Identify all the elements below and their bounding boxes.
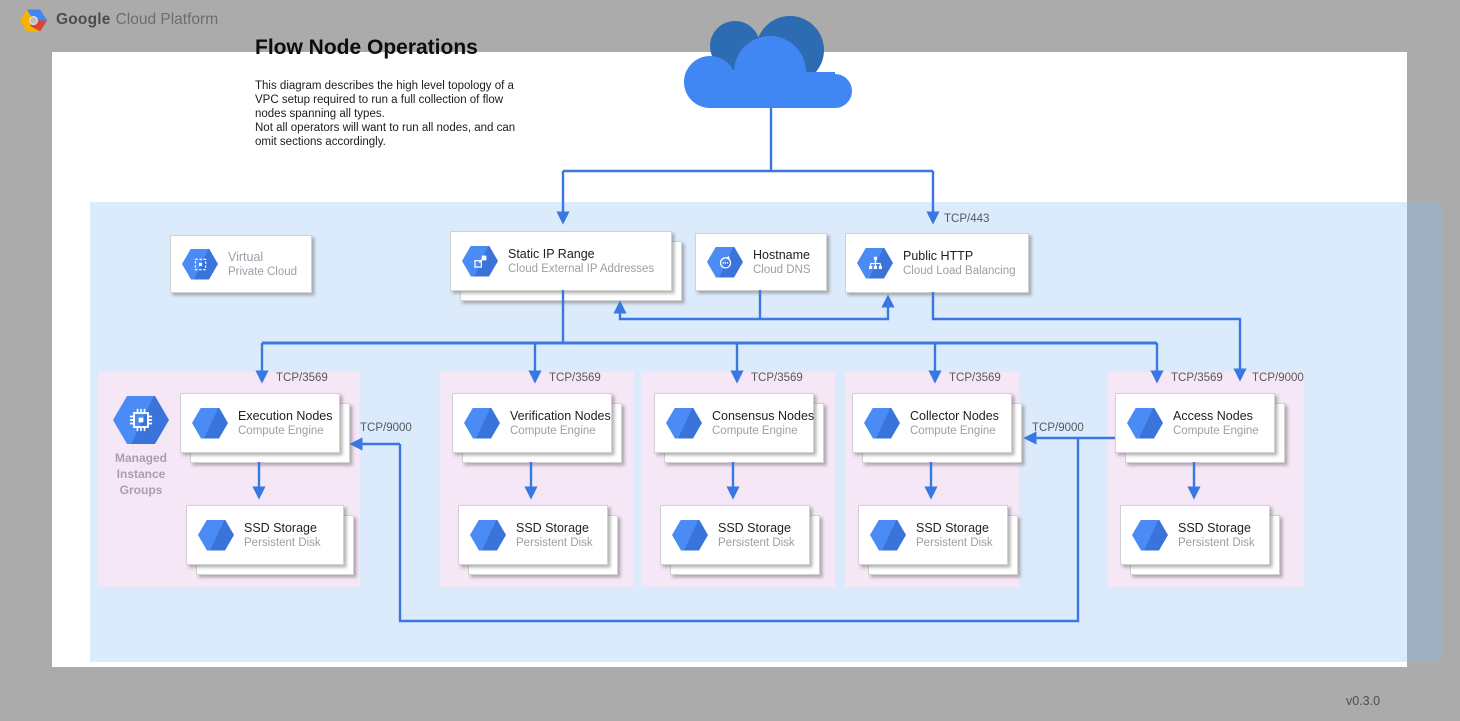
description-paragraph: This diagram describes the high level to… [255, 80, 514, 120]
gcp-logo-icon [20, 9, 47, 31]
persistent-disk-icon [870, 519, 906, 551]
card-subtitle: Persistent Disk [244, 536, 321, 549]
edge-label-tcp9000-collector: TCP/9000 [1032, 422, 1084, 434]
dns-icon [707, 246, 743, 278]
card-subtitle: Persistent Disk [718, 536, 795, 549]
version-label: v0.3.0 [1346, 694, 1381, 708]
card-subtitle: Persistent Disk [916, 536, 993, 549]
persistent-disk-icon [1132, 519, 1168, 551]
persistent-disk-icon [672, 519, 708, 551]
mig-label-line: Instance [116, 467, 166, 481]
card-title: SSD Storage [244, 520, 317, 535]
mig-label-line: Managed [114, 451, 167, 465]
edge-label-tcp443: TCP/443 [944, 213, 990, 225]
card-subtitle: Private Cloud [228, 265, 298, 278]
card-title: Execution Nodes [238, 408, 333, 423]
card-subtitle: Cloud Load Balancing [903, 264, 1016, 277]
edge-label-tcp3569-consensus: TCP/3569 [751, 372, 803, 384]
mig-label-line: Groups [119, 483, 163, 497]
card-subtitle: Compute Engine [1173, 424, 1259, 437]
compute-engine-icon [464, 407, 500, 439]
card-subtitle: Persistent Disk [516, 536, 593, 549]
card-title: SSD Storage [916, 520, 989, 535]
card-subtitle: Compute Engine [238, 424, 324, 437]
card-title: SSD Storage [516, 520, 589, 535]
compute-engine-icon [864, 407, 900, 439]
card-title: Public HTTP [903, 248, 974, 263]
compute-engine-icon [1127, 407, 1163, 439]
card-title: Collector Nodes [910, 408, 999, 423]
card-subtitle: Cloud DNS [753, 263, 811, 276]
persistent-disk-icon [198, 519, 234, 551]
card-title: Static IP Range [508, 246, 595, 261]
brand-cloud-platform: Cloud Platform [115, 11, 219, 28]
card-subtitle: Persistent Disk [1178, 536, 1255, 549]
edge-label-tcp3569-access: TCP/3569 [1171, 372, 1223, 384]
edge-label-tcp3569-verification: TCP/3569 [549, 372, 601, 384]
card-title: Consensus Nodes [712, 408, 815, 423]
diagram-title: Flow Node Operations [255, 36, 478, 59]
gcp-logo-lockup: Google Cloud Platform [20, 7, 218, 33]
card-title: Hostname [753, 247, 810, 262]
card-subtitle: Compute Engine [510, 424, 596, 437]
internet-cloud-icon [684, 16, 852, 108]
edge-label-tcp9000-access: TCP/9000 [1252, 372, 1304, 384]
load-balancer-icon [857, 247, 893, 279]
diagram-description: This diagram describes the high level to… [255, 79, 529, 149]
compute-engine-icon [666, 407, 702, 439]
vpc-region-overhang [1407, 202, 1442, 662]
description-paragraph: Not all operators will want to run all n… [255, 122, 516, 148]
compute-engine-icon [192, 407, 228, 439]
edge-label-tcp3569-execution: TCP/3569 [276, 372, 328, 384]
card-subtitle: Compute Engine [910, 424, 996, 437]
edge-label-tcp3569-collector: TCP/3569 [949, 372, 1001, 384]
card-title: SSD Storage [1178, 520, 1251, 535]
brand-google: Google [56, 11, 111, 28]
vpc-icon [182, 248, 218, 280]
external-ip-icon [462, 245, 498, 277]
card-title: Access Nodes [1173, 408, 1253, 423]
card-title: SSD Storage [718, 520, 791, 535]
card-subtitle: Cloud External IP Addresses [508, 262, 655, 275]
persistent-disk-icon [470, 519, 506, 551]
card-title: Verification Nodes [510, 408, 611, 423]
card-subtitle: Compute Engine [712, 424, 798, 437]
edge-label-tcp9000-execution: TCP/9000 [360, 422, 412, 434]
card-title: Virtual [228, 249, 264, 264]
